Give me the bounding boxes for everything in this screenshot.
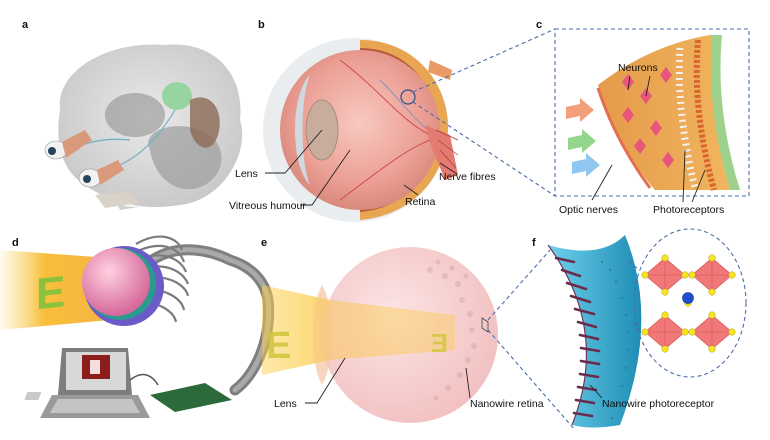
leader-nerve-fibres: [439, 162, 458, 175]
panel-e-e-symbol-inverted: E: [431, 328, 448, 358]
panel-e-nanowire-eye: E E: [262, 247, 498, 423]
leader-retina-b: [403, 184, 419, 196]
leader-lens-e: [305, 357, 346, 404]
panel-f-nanowire-array: [547, 235, 642, 428]
panel-c-retina-layers: [560, 35, 742, 191]
connector-f-to-crystal-bottom: [633, 321, 641, 331]
leader-optic-nerves: [591, 164, 613, 201]
leader-photoreceptors-1: [682, 149, 686, 203]
callout-photoreceptors: Photoreceptors: [653, 204, 724, 216]
connector-f-to-crystal-top: [627, 261, 641, 271]
callout-nanowire-photoreceptor: Nanowire photoreceptor: [602, 398, 715, 410]
callout-vitreous-humour: Vitreous humour: [229, 200, 306, 212]
panel-e-e-symbol-left: E: [266, 325, 291, 367]
callout-nanowire-retina: Nanowire retina: [470, 398, 544, 410]
connector-e-to-f-bottom: [487, 329, 576, 431]
perovskite-crystal: [641, 254, 736, 353]
callout-retina-b: Retina: [405, 196, 436, 208]
connector-e-to-f-top: [487, 249, 551, 321]
panel-c-zoom-frame: [554, 28, 750, 197]
leader-vitreous: [300, 149, 351, 206]
panel-label-e: e: [261, 237, 267, 249]
crystal-zoom-ellipse: [633, 228, 747, 378]
connector-b-to-c-top: [412, 28, 556, 93]
panel-label-c: c: [536, 19, 542, 31]
panel-label-f: f: [532, 237, 536, 249]
leader-lens-b: [265, 129, 323, 174]
callout-neurons: Neurons: [618, 62, 658, 74]
panel-label-a: a: [22, 19, 29, 31]
panel-d-prototype: E: [0, 235, 275, 418]
leader-photoreceptors-2: [691, 169, 706, 203]
connector-b-to-c-bottom: [412, 101, 556, 197]
panel-b-eye-cross-section: [263, 38, 459, 222]
callout-optic-nerves: Optic nerves: [559, 204, 618, 216]
panel-label-b: b: [258, 19, 265, 31]
leader-neurons-1: [627, 75, 631, 91]
leader-nanowire-photoreceptor: [589, 384, 603, 399]
leader-nanowire-retina: [465, 367, 471, 399]
leader-neurons-2: [645, 75, 651, 97]
panel-d-e-symbol: E: [36, 267, 65, 319]
callout-lens-e: Lens: [274, 398, 297, 410]
panel-a-brain-illustration: [44, 44, 243, 210]
callout-nerve-fibres: Nerve fibres: [439, 171, 496, 183]
callout-lens-b: Lens: [235, 168, 258, 180]
panel-label-d: d: [12, 237, 19, 249]
